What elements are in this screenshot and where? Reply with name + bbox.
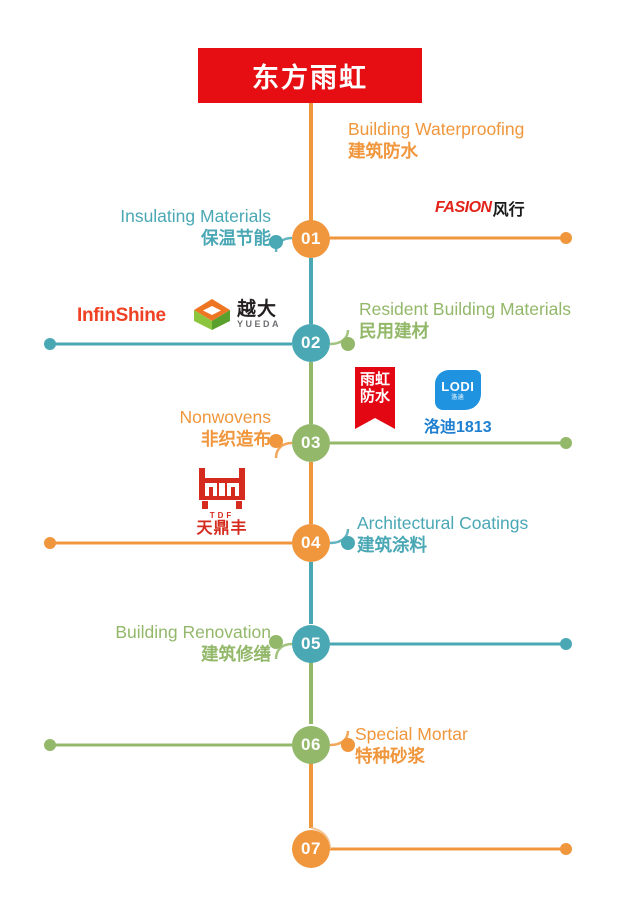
segment-chinese-insulating-materials: 保温节能 [201, 228, 271, 249]
segment-english-building-renovation: Building Renovation [115, 622, 271, 642]
segment-chinese-special-mortar: 特种砂浆 [355, 746, 425, 767]
segment-english-special-mortar: Special Mortar [355, 724, 468, 744]
segment-chinese-nonwovens: 非织造布 [201, 429, 271, 450]
node-number-05: 05 [301, 634, 321, 653]
yueda-box-icon [192, 297, 232, 331]
segment-label-architectural-coatings: Architectural Coatings 建筑涂料 [357, 512, 528, 557]
segment-chinese-building-waterproofing: 建筑防水 [348, 141, 418, 162]
lodi-blob-icon: LODI 洛迪 [434, 370, 481, 410]
node-number-06: 06 [301, 735, 321, 754]
logo-yuhong-line1: 雨虹 [359, 371, 390, 388]
logo-fasion: FASION 风行 [435, 196, 525, 220]
logo-yuhong-waterproof: 雨虹防水 [355, 367, 395, 429]
logo-yuhong-line2: 防水 [359, 387, 390, 405]
segment-label-nonwovens: Nonwovens 非织造布 [35, 406, 271, 451]
logo-fasion-chinese: 风行 [492, 202, 525, 219]
timeline-node-03[interactable]: 03 [292, 424, 330, 462]
segment-english-architectural-coatings: Architectural Coatings [357, 513, 529, 533]
timeline-node-05[interactable]: 05 [292, 625, 330, 663]
logo-lodi-sub: 洛迪 [451, 394, 465, 401]
logo-yueda-pinyin: YUEDA [237, 318, 282, 329]
logo-lodi: LODI 洛迪 洛迪1813 [424, 370, 492, 437]
yueda-wordmark: 越大 YUEDA [237, 300, 281, 329]
node-number-07: 07 [301, 839, 321, 858]
logo-infinshine: InfinShine [77, 305, 166, 327]
timeline-node-02[interactable]: 02 [292, 324, 330, 362]
segment-english-building-waterproofing: Building Waterproofing [348, 119, 525, 139]
segment-label-building-waterproofing: Building Waterproofing 建筑防水 [348, 118, 524, 163]
logo-yuhong-text: 雨虹防水 [355, 371, 395, 406]
logo-fasion-latin: FASION [435, 199, 492, 216]
segment-chinese-building-renovation: 建筑修缮 [201, 644, 271, 665]
segment-english-insulating-materials: Insulating Materials [120, 206, 271, 226]
node-number-03: 03 [301, 433, 321, 452]
segment-chinese-resident-building-materials: 民用建材 [359, 321, 429, 342]
segment-english-nonwovens: Nonwovens [179, 407, 271, 427]
segment-label-special-mortar: Special Mortar 特种砂浆 [355, 723, 468, 768]
logo-yueda-chinese: 越大 [237, 298, 278, 320]
segment-chinese-architectural-coatings: 建筑涂料 [357, 535, 427, 556]
logo-lodi-chinese: 洛迪1813 [424, 419, 492, 436]
segment-label-resident-building-materials: Resident Building Materials 民用建材 [359, 298, 571, 343]
logo-lodi-latin: LODI [441, 378, 475, 394]
node-number-01: 01 [301, 229, 321, 248]
tdf-ding-vessel-icon [196, 468, 248, 510]
brand-name: 东方雨虹 [252, 63, 368, 93]
logo-tdf-latin: TDF [209, 511, 235, 520]
timeline-node-06[interactable]: 06 [292, 726, 330, 764]
logo-tdf-chinese: 天鼎丰 [196, 520, 248, 537]
timeline-node-04[interactable]: 04 [292, 524, 330, 562]
segment-english-resident-building-materials: Resident Building Materials [359, 299, 572, 319]
segment-label-insulating-materials: Insulating Materials 保温节能 [35, 205, 271, 250]
timeline-node-01[interactable]: 01 [292, 220, 330, 258]
segment-label-building-renovation: Building Renovation 建筑修缮 [35, 621, 271, 666]
logo-tiandingfeng: TDF 天鼎丰 [196, 468, 248, 538]
node-number-02: 02 [301, 333, 321, 352]
brand-banner: 东方雨虹 [198, 48, 422, 103]
yuhong-ribbon-icon: 雨虹防水 [355, 367, 395, 429]
logo-infinshine-text: InfinShine [77, 305, 166, 326]
logo-yueda: 越大 YUEDA [192, 297, 281, 331]
node-number-04: 04 [301, 533, 321, 552]
timeline-node-07[interactable]: 07 [292, 830, 330, 868]
